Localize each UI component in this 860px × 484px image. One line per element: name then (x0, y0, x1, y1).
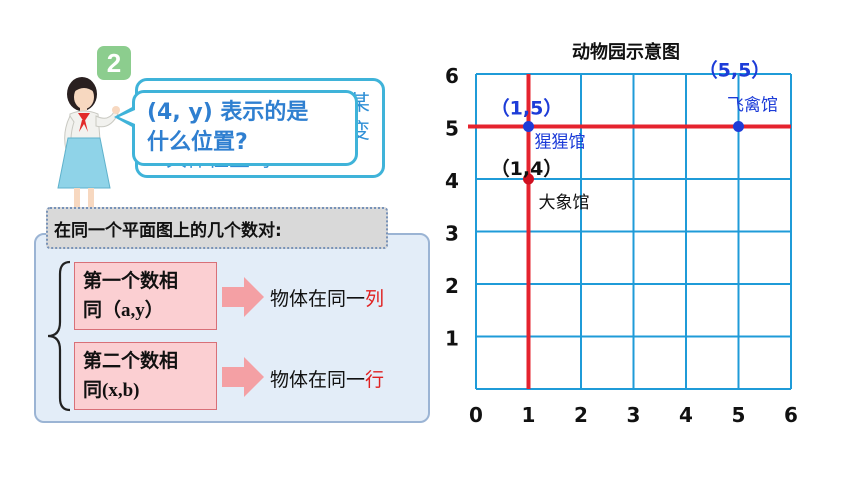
rule1-line2: 同（a,y） (83, 300, 164, 321)
point-place-label: 大象馆 (539, 193, 590, 213)
rule2-line2: 同(x,b) (83, 380, 140, 401)
bubble-front-line2: 什么位置? (147, 130, 248, 155)
summary-title: 在同一个平面图上的几个数对: (46, 207, 388, 249)
y-tick-label: 2 (445, 274, 459, 298)
chart-title: 动物园示意图 (572, 41, 680, 63)
rule-box-second-number: 第二个数相 同(x,b) (74, 342, 217, 410)
point-marker (523, 173, 534, 185)
rule1-line1: 第一个数相 (83, 271, 179, 292)
x-tick-label: 5 (732, 403, 746, 427)
y-tick-label: 5 (445, 117, 459, 141)
rule2-line1: 第二个数相 (83, 351, 179, 372)
y-tick-label: 3 (445, 222, 459, 246)
curly-brace-icon (47, 260, 71, 412)
rule2-result-prefix: 物体在同一 (270, 369, 366, 391)
rule2-result-highlight: 行 (365, 369, 385, 391)
point-coordinate-label: （1,5） (491, 97, 563, 120)
x-tick-label: 1 (522, 403, 536, 427)
arrow-right-icon (222, 357, 264, 397)
point-marker (523, 121, 534, 132)
rule-box-first-number: 第一个数相 同（a,y） (74, 262, 217, 330)
x-tick-label: 4 (679, 403, 693, 427)
point-place-label: 猩猩馆 (535, 133, 586, 153)
y-tick-label: 6 (445, 64, 459, 88)
rule2-result: 物体在同一行 (270, 365, 384, 392)
x-tick-label: 6 (784, 403, 798, 427)
rule1-result-highlight: 列 (365, 288, 385, 310)
girl-figure-icon (57, 77, 120, 215)
point-coordinate-label: （1,4） (491, 157, 563, 180)
x-tick-label: 0 (469, 403, 483, 427)
bubble-front-line1: (4, y) 表示的是 (147, 100, 309, 125)
rule1-result-prefix: 物体在同一 (270, 288, 366, 310)
rule1-result: 物体在同一列 (270, 284, 384, 311)
point-place-label: 飞禽馆 (727, 96, 778, 116)
x-tick-label: 3 (627, 403, 641, 427)
y-tick-label: 1 (445, 327, 459, 351)
speech-bubble-front: (4, y) 表示的是 什么位置? (132, 90, 358, 166)
point-coordinate-label: （5,5） (699, 59, 771, 82)
x-tick-label: 2 (574, 403, 588, 427)
arrow-right-icon (222, 277, 264, 317)
y-tick-label: 4 (445, 169, 459, 193)
zoo-map-chart: 动物园示意图 0 1 2 3 4 5 6 1 2 3 4 5 6 （1,5） 猩猩馆 （1,4） 大象馆 （5,5）… (445, 41, 798, 427)
speech-bubble-tail-inner (119, 110, 135, 124)
problem-number-badge: 2 (97, 46, 131, 80)
point-marker (733, 121, 744, 132)
